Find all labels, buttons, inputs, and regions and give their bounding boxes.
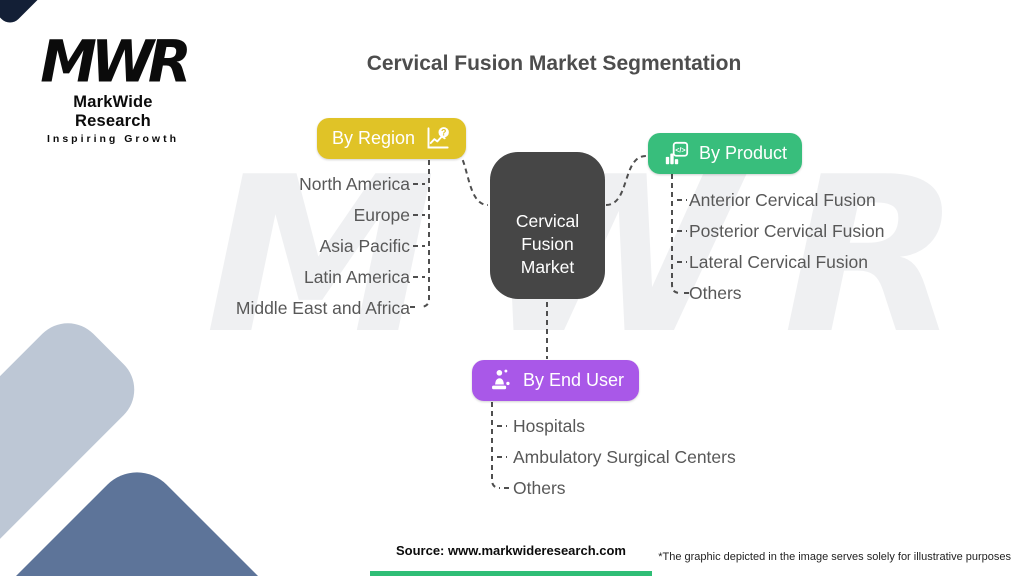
logo-name: MarkWide Research bbox=[73, 93, 153, 130]
svg-text:</>: </> bbox=[675, 145, 685, 154]
region-list-item: North America bbox=[299, 174, 410, 194]
bottom-accent-bar bbox=[370, 571, 652, 576]
line-chart-question-icon: ? bbox=[424, 125, 451, 152]
markwide-logo: MWR MarkWide Research Inspiring Growth bbox=[33, 28, 193, 145]
center-market-node: Cervical Fusion Market bbox=[490, 152, 605, 299]
segment-badge-product-label: By Product bbox=[699, 143, 788, 163]
end-user-list-item: Others bbox=[513, 478, 566, 498]
product-list-item: Posterior Cervical Fusion bbox=[689, 221, 885, 241]
bar-chart-code-icon: </> bbox=[663, 140, 690, 167]
person-presenting-icon bbox=[487, 367, 514, 394]
center-market-label: Cervical Fusion Market bbox=[515, 211, 580, 277]
end-user-list-item: Hospitals bbox=[513, 416, 585, 436]
region-list-item: Middle East and Africa bbox=[235, 298, 410, 318]
disclaimer-text: *The graphic depicted in the image serve… bbox=[658, 551, 1011, 563]
region-list-item: Asia Pacific bbox=[319, 236, 410, 256]
svg-text:?: ? bbox=[441, 128, 447, 138]
product-list-item: Others bbox=[689, 283, 742, 303]
product-list-item: Anterior Cervical Fusion bbox=[689, 190, 876, 210]
logo-acronym: MWR bbox=[40, 28, 192, 96]
segment-badge-region-label: By Region bbox=[332, 128, 416, 148]
segment-badge-region: By Region ? bbox=[317, 118, 467, 159]
end-user-list-item: Ambulatory Surgical Centers bbox=[513, 447, 736, 467]
page-title: Cervical Fusion Market Segmentation bbox=[366, 52, 742, 75]
segment-badge-end-user: By End User bbox=[472, 360, 640, 401]
source-text: Source: www.markwideresearch.com bbox=[395, 543, 626, 558]
region-list-item: Latin America bbox=[303, 267, 410, 287]
product-list-item: Lateral Cervical Fusion bbox=[689, 252, 868, 272]
logo-tagline: Inspiring Growth bbox=[47, 133, 179, 145]
segment-badge-end-user-label: By End User bbox=[523, 370, 625, 390]
region-list-item: Europe bbox=[353, 205, 410, 225]
segment-badge-product: </> By Product bbox=[648, 133, 803, 174]
